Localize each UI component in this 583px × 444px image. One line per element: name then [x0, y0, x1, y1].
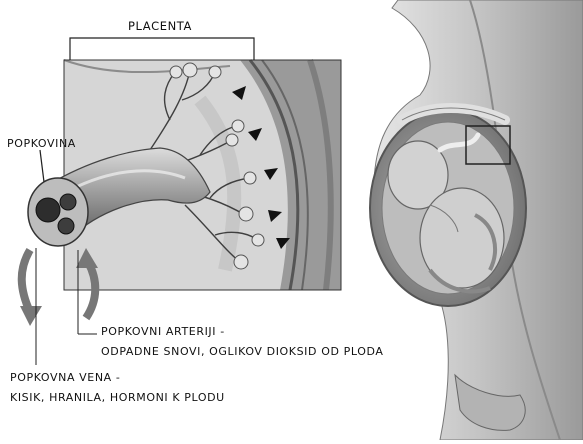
umbilical-artery-lumen — [58, 218, 74, 234]
vein-flow-arrow — [20, 248, 42, 365]
umbilical-artery-lumen — [60, 194, 76, 210]
placenta-bracket — [70, 38, 254, 60]
arteries-description: ODPADNE SNOVI, OGLIKOV DIOKSID OD PLODA — [101, 345, 383, 358]
vein-label: POPKOVNA VENA - — [10, 371, 120, 384]
cord-leader-line — [40, 150, 44, 182]
cord-label: POPKOVINA — [7, 137, 76, 150]
umbilical-vein-lumen — [36, 198, 60, 222]
placenta-label: PLACENTA — [128, 19, 192, 33]
arteries-label: POPKOVNI ARTERIJI - — [101, 325, 225, 338]
vein-description: KISIK, HRANILA, HORMONI K PLODU — [10, 391, 225, 404]
